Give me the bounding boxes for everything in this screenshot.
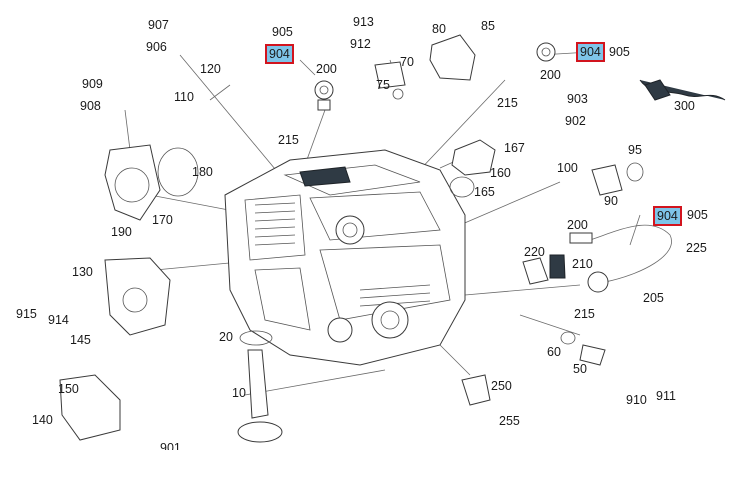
hose-assembly-300 bbox=[639, 79, 726, 101]
gasket-180 bbox=[157, 147, 199, 197]
label-85[interactable]: 85 bbox=[481, 19, 495, 33]
label-95[interactable]: 95 bbox=[628, 143, 642, 157]
label-220[interactable]: 220 bbox=[524, 245, 545, 259]
label-215[interactable]: 215 bbox=[278, 133, 299, 147]
ring-95 bbox=[626, 162, 644, 182]
sensor-205 bbox=[587, 271, 609, 293]
label-100[interactable]: 100 bbox=[557, 161, 578, 175]
label-905-upper[interactable]: 905 bbox=[609, 45, 630, 59]
label-908[interactable]: 908 bbox=[80, 99, 101, 113]
label-914[interactable]: 914 bbox=[48, 313, 69, 327]
knock-sensor-200b bbox=[536, 42, 556, 62]
pump-130 bbox=[104, 257, 171, 336]
label-170[interactable]: 170 bbox=[152, 213, 173, 227]
label-250[interactable]: 250 bbox=[491, 379, 512, 393]
label-70[interactable]: 70 bbox=[400, 55, 414, 69]
engine-block bbox=[224, 149, 466, 366]
highlight-label-904-right[interactable]: 904 bbox=[653, 206, 682, 226]
ring-20 bbox=[239, 330, 273, 346]
label-906[interactable]: 906 bbox=[146, 40, 167, 54]
part-210 bbox=[549, 254, 566, 279]
label-180[interactable]: 180 bbox=[192, 165, 213, 179]
label-160[interactable]: 160 bbox=[490, 166, 511, 180]
label-300[interactable]: 300 bbox=[674, 99, 695, 113]
label-80[interactable]: 80 bbox=[432, 22, 446, 36]
ring-165 bbox=[449, 176, 475, 198]
label-912[interactable]: 912 bbox=[350, 37, 371, 51]
bracket-80 bbox=[429, 34, 476, 81]
label-915[interactable]: 915 bbox=[16, 307, 37, 321]
ring-75 bbox=[392, 88, 404, 100]
label-215-right[interactable]: 215 bbox=[497, 96, 518, 110]
ring-60 bbox=[560, 331, 576, 345]
label-255[interactable]: 255 bbox=[499, 414, 520, 428]
sensor-70 bbox=[374, 61, 406, 89]
label-10[interactable]: 10 bbox=[232, 386, 246, 400]
label-200-right[interactable]: 200 bbox=[567, 218, 588, 232]
highlight-label-904[interactable]: 904 bbox=[265, 44, 294, 64]
sensor-50 bbox=[579, 344, 606, 366]
label-200[interactable]: 200 bbox=[316, 62, 337, 76]
label-911[interactable]: 911 bbox=[656, 389, 676, 403]
bracket-140 bbox=[59, 374, 121, 441]
label-130[interactable]: 130 bbox=[72, 265, 93, 279]
dipstick-tube-10 bbox=[247, 349, 269, 419]
label-909[interactable]: 909 bbox=[82, 77, 103, 91]
label-140[interactable]: 140 bbox=[32, 413, 53, 427]
cap-10 bbox=[237, 421, 283, 443]
label-75[interactable]: 75 bbox=[376, 78, 390, 92]
label-145[interactable]: 145 bbox=[70, 333, 91, 347]
label-165[interactable]: 165 bbox=[474, 185, 495, 199]
module-160 bbox=[451, 139, 496, 176]
sensor-90 bbox=[591, 164, 623, 196]
label-60[interactable]: 60 bbox=[547, 345, 561, 359]
label-225[interactable]: 225 bbox=[686, 241, 707, 255]
label-903[interactable]: 903 bbox=[567, 92, 588, 106]
label-913[interactable]: 913 bbox=[353, 15, 374, 29]
cable-205 bbox=[589, 224, 672, 283]
label-120[interactable]: 120 bbox=[200, 62, 221, 76]
label-902[interactable]: 902 bbox=[565, 114, 586, 128]
label-90[interactable]: 90 bbox=[604, 194, 618, 208]
label-150[interactable]: 150 bbox=[58, 382, 79, 396]
part-220 bbox=[522, 257, 549, 285]
label-20[interactable]: 20 bbox=[219, 330, 233, 344]
label-205[interactable]: 205 bbox=[643, 291, 664, 305]
label-910[interactable]: 910 bbox=[626, 393, 647, 407]
connector-200c bbox=[569, 232, 593, 244]
label-200-upper[interactable]: 200 bbox=[540, 68, 561, 82]
cover-170 bbox=[104, 144, 161, 221]
label-190[interactable]: 190 bbox=[111, 225, 132, 239]
bracket-250 bbox=[461, 374, 491, 406]
label-110[interactable]: 110 bbox=[174, 90, 194, 104]
label-167[interactable]: 167 bbox=[504, 141, 525, 155]
highlight-label-904-upper[interactable]: 904 bbox=[576, 42, 605, 62]
knock-sensor-200a bbox=[314, 80, 334, 111]
label-50[interactable]: 50 bbox=[573, 362, 587, 376]
label-905[interactable]: 905 bbox=[272, 25, 293, 39]
label-905-right[interactable]: 905 bbox=[687, 208, 708, 222]
label-901-cut[interactable]: 901 bbox=[160, 441, 181, 450]
label-210[interactable]: 210 bbox=[572, 257, 593, 271]
label-215-lower[interactable]: 215 bbox=[574, 307, 595, 321]
label-907[interactable]: 907 bbox=[148, 18, 169, 32]
